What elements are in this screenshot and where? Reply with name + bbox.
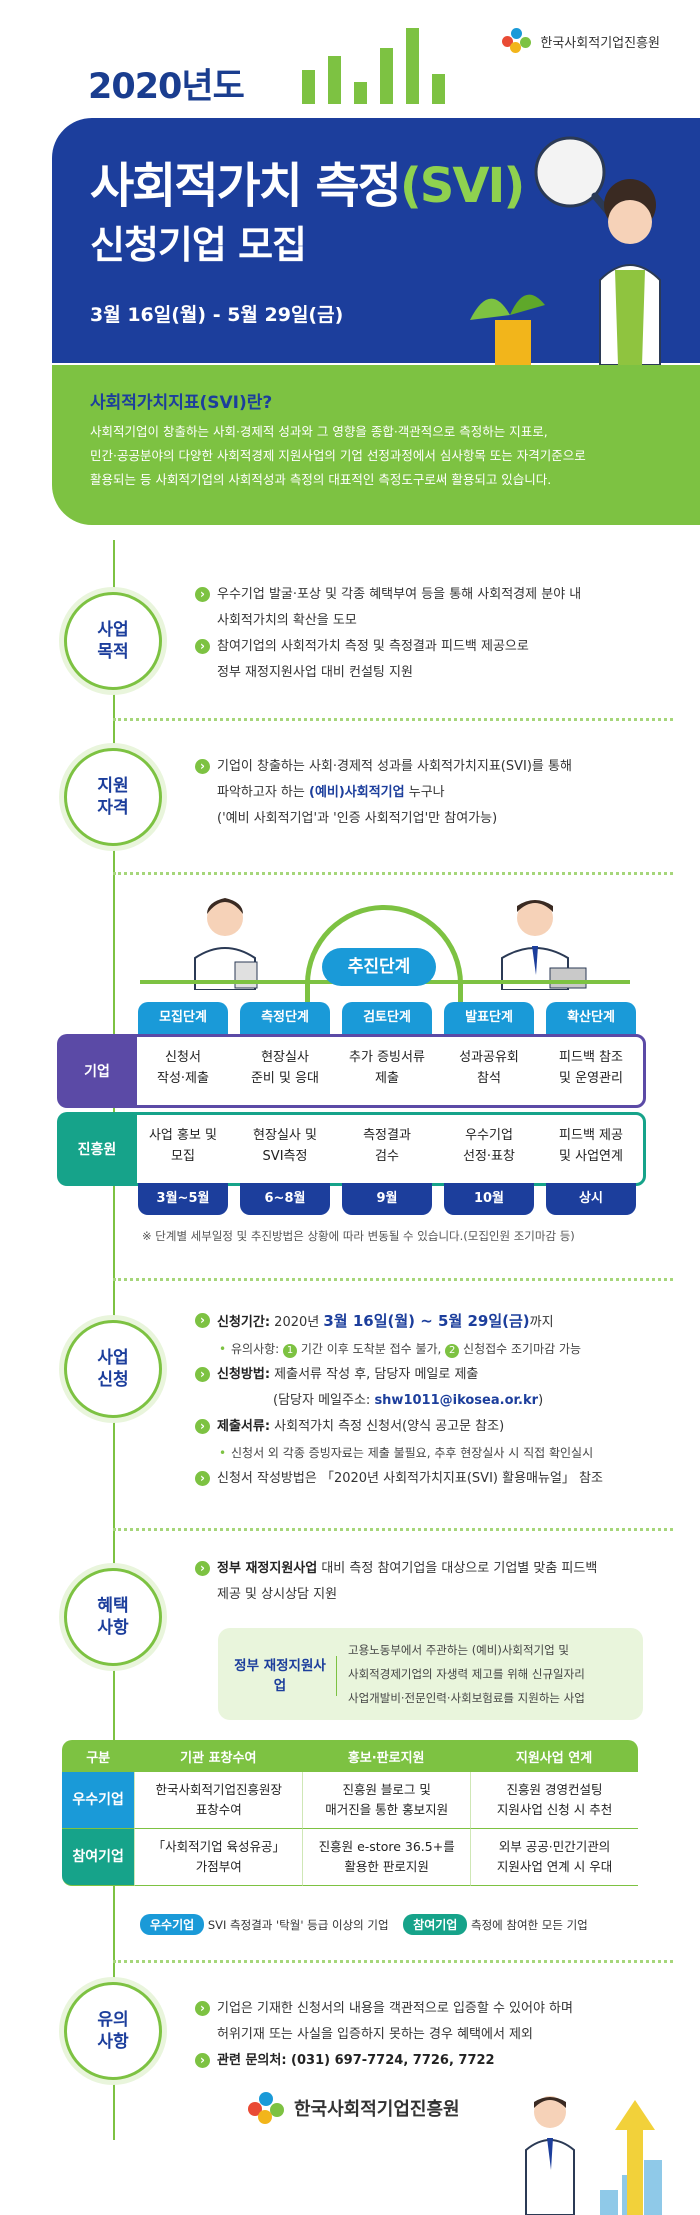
purpose-item: 우수기업 발굴·포상 및 각종 혜택부여 등을 통해 사회적경제 분야 내사회적… (195, 582, 665, 634)
staff-woman-illustration (194, 898, 258, 990)
table-cell: 「사회적기업 육성유공」가점부여 (134, 1829, 303, 1886)
recruit-dates: 3월 16일(월) - 5월 29일(금) (90, 304, 344, 326)
svi-desc-line: 사회적기업이 창출하는 사회·경제적 성과와 그 영향을 종합·객관적으로 측정… (90, 424, 548, 439)
section-badge-caution: 유의 사항 (64, 1982, 162, 2080)
legend-tag: 우수기업 (140, 1914, 205, 1935)
eligibility-item: 기업이 창출하는 사회·경제적 성과를 사회적가치지표(SVI)를 통해 파악하… (195, 754, 665, 832)
eligibility-text: 기업이 창출하는 사회·경제적 성과를 사회적가치지표(SVI)를 통해 파악하… (195, 754, 665, 832)
apply-period: 신청기간: 2020년 3월 16일(월) ~ 5월 29일(금)까지 (195, 1308, 675, 1336)
stage-period: 10월 (444, 1183, 534, 1215)
growth-illustration (525, 2096, 662, 2215)
caution-text: 기업은 기재한 신청서의 내용을 객관적으로 입증할 수 있어야 하며허위기재 … (195, 1996, 675, 2074)
caution-item: 기업은 기재한 신청서의 내용을 객관적으로 입증할 수 있어야 하며허위기재 … (195, 1996, 675, 2048)
bar-graphic (298, 24, 458, 104)
svi-description: 사회적기업이 창출하는 사회·경제적 성과와 그 영향을 종합·객관적으로 측정… (90, 420, 680, 492)
section-divider (113, 1528, 673, 1531)
company-row-label: 기업 (57, 1034, 137, 1108)
table-row: 참여기업 「사회적기업 육성유공」가점부여 진흥원 e-store 36.5+를… (62, 1829, 638, 1886)
org-logo-icon (502, 28, 532, 54)
section-badge-eligibility: 지원 자격 (64, 748, 162, 846)
apply-docs-note: 신청서 외 각종 증빙자료는 제출 불필요, 추후 현장실사 시 직접 확인실시 (195, 1440, 675, 1466)
company-row (120, 1034, 646, 1108)
apply-period-note: 유의사항: 1 기간 이후 도착분 접수 불가, 2 신청접수 조기마감 가능 (195, 1336, 675, 1362)
benefit-text: 정부 재정지원사업 대비 측정 참여기업을 대상으로 기업별 맞춤 피드백 제공… (195, 1556, 665, 1608)
section-divider (113, 718, 673, 721)
stage-header: 측정단계 (240, 1002, 330, 1034)
page-title: 사회적가치 측정(SVI) (90, 158, 525, 214)
section-divider (113, 1960, 673, 1963)
apply-guide: 신청서 작성방법은 「2020년 사회적가치지표(SVI) 활용매뉴얼」 참조 (195, 1466, 675, 1492)
stage-header: 검토단계 (342, 1002, 432, 1034)
stage-period: 3월~5월 (138, 1183, 228, 1215)
org-logo: 한국사회적기업진흥원 (502, 28, 660, 54)
section-badge-purpose: 사업 목적 (64, 592, 162, 690)
table-header-row: 구분 기관 표창수여 홍보·판로지원 지원사업 연계 (62, 1740, 638, 1772)
table-header: 구분 (62, 1740, 135, 1772)
number-1-icon: 1 (283, 1344, 298, 1358)
apply-docs: 제출서류: 사회적가치 측정 신청서(양식 공고문 참조) (195, 1414, 675, 1440)
table-header: 홍보·판로지원 (302, 1740, 471, 1772)
stage-period: 상시 (546, 1183, 636, 1215)
benefit-item: 정부 재정지원사업 대비 측정 참여기업을 대상으로 기업별 맞춤 피드백 제공… (195, 1556, 665, 1608)
section-badge-apply: 사업 신청 (64, 1320, 162, 1418)
gov-support-label: 정부 재정지원사업 (232, 1656, 337, 1696)
researcher-illustration (470, 136, 661, 365)
org-logo-icon (248, 2092, 284, 2124)
svi-desc-line: 활용되는 등 사회적기업의 사회적성과 측정의 대표적인 측정도구로써 활용되고… (90, 472, 552, 487)
apply-method: 신청방법: 제출서류 작성 후, 담당자 메일로 제출 (195, 1362, 675, 1388)
staff-man-illustration (501, 900, 587, 990)
stage-period: 9월 (342, 1183, 432, 1215)
apply-mail: (담당자 메일주소: shw1011@ikosea.or.kr) (273, 1393, 544, 1408)
table-header: 지원사업 연계 (470, 1740, 638, 1772)
purpose-bullets: 우수기업 발굴·포상 및 각종 혜택부여 등을 통해 사회적경제 분야 내사회적… (195, 582, 665, 686)
caution-contact: 관련 문의처: (031) 697-7724, 7726, 7722 (195, 2048, 675, 2074)
legend-tag: 참여기업 (403, 1914, 468, 1935)
row-label: 우수기업 (62, 1772, 135, 1829)
process-note: ※ 단계별 세부일정 및 추진방법은 상황에 따라 변동될 수 있습니다.(모집… (142, 1229, 575, 1243)
gov-support-box (218, 1628, 643, 1720)
stage-header: 확산단계 (546, 1002, 636, 1034)
row-label: 참여기업 (62, 1829, 135, 1886)
apply-details: 신청기간: 2020년 3월 16일(월) ~ 5월 29일(금)까지 유의사항… (195, 1308, 675, 1492)
year-label: 2020년도 (88, 67, 245, 107)
org-name: 한국사회적기업진흥원 (540, 35, 660, 51)
benefit-table: 구분 기관 표창수여 홍보·판로지원 지원사업 연계 우수기업 한국사회적기업진… (62, 1740, 638, 1886)
number-2-icon: 2 (445, 1344, 460, 1358)
stage-header: 발표단계 (444, 1002, 534, 1034)
svi-desc-line: 민간·공공분야의 다양한 사회적경제 지원사업의 기업 선정과정에서 심사항목 … (90, 448, 586, 463)
section-badge-benefit: 혜택 사항 (64, 1568, 162, 1666)
stage-period: 6~8월 (240, 1183, 330, 1215)
section-divider (113, 872, 673, 875)
benefit-legend: 우수기업 SVI 측정결과 '탁월' 등급 이상의 기업 참여기업 측정에 참여… (140, 1914, 588, 1935)
svi-info-panel (52, 365, 700, 525)
stage-header: 모집단계 (138, 1002, 228, 1034)
page-subtitle: 신청기업 모집 (90, 223, 307, 267)
table-header: 기관 표창수여 (134, 1740, 303, 1772)
footer-org-name: 한국사회적기업진흥원 (294, 2099, 460, 2120)
process-title: 추진단계 (322, 948, 436, 986)
agency-row-label: 진흥원 (57, 1112, 137, 1186)
svi-heading: 사회적가치지표(SVI)란? (90, 393, 273, 413)
section-divider (113, 1278, 673, 1281)
mail-address[interactable]: shw1011@ikosea.or.kr (374, 1393, 539, 1408)
footer-logo: 한국사회적기업진흥원 (248, 2092, 460, 2124)
